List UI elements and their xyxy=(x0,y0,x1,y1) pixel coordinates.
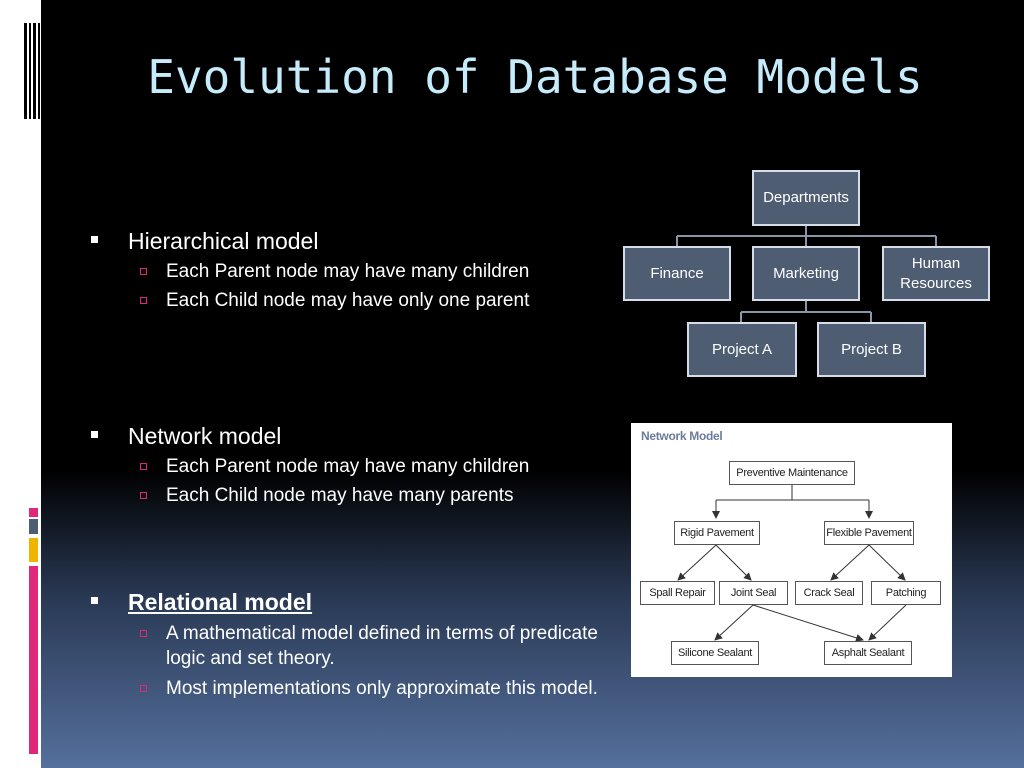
logo-bars xyxy=(24,23,40,119)
node-human-resources: Human Resources xyxy=(882,246,990,301)
net-node-patching: Patching xyxy=(871,581,941,605)
bullet-relational: Relational model xyxy=(91,588,312,616)
node-marketing: Marketing xyxy=(752,246,860,301)
node-project-a: Project A xyxy=(687,322,797,377)
net-node-rigid-pavement: Rigid Pavement xyxy=(674,521,760,545)
net-node-crack-seal: Crack Seal xyxy=(795,581,863,605)
net-node-flexible-pavement: Flexible Pavement xyxy=(824,521,914,545)
net-node-spall-repair: Spall Repair xyxy=(640,581,715,605)
accent-slate xyxy=(29,519,38,534)
net-node-joint-seal: Joint Seal xyxy=(719,581,788,605)
accent-gold xyxy=(29,538,38,562)
network-figure-title: Network Model xyxy=(641,429,723,443)
sub-bullet: A mathematical model defined in terms of… xyxy=(140,621,621,671)
bullet-hierarchical: Hierarchical model xyxy=(91,227,318,255)
network-connectors xyxy=(677,485,907,642)
sub-bullet: Each Child node may have many parents xyxy=(140,483,626,508)
node-departments: Departments xyxy=(752,170,860,226)
network-model-figure: Network Model Preventive Maintenance Rig… xyxy=(631,423,952,677)
sub-bullet: Each Child node may have only one parent xyxy=(140,288,626,313)
slide-title: Evolution of Database Models xyxy=(147,50,923,104)
node-finance: Finance xyxy=(623,246,731,301)
bullet-network: Network model xyxy=(91,422,281,450)
sub-bullet: Each Parent node may have many children xyxy=(140,454,626,479)
sub-bullet: Most implementations only approximate th… xyxy=(140,676,606,701)
net-node-preventive-maintenance: Preventive Maintenance xyxy=(729,461,855,485)
net-node-asphalt-sealant: Asphalt Sealant xyxy=(824,641,912,665)
node-project-b: Project B xyxy=(817,322,926,377)
accent-pink-small xyxy=(29,508,38,517)
net-node-silicone-sealant: Silicone Sealant xyxy=(671,641,759,665)
sub-bullet: Each Parent node may have many children xyxy=(140,259,626,284)
accent-pink-tall xyxy=(29,566,38,754)
